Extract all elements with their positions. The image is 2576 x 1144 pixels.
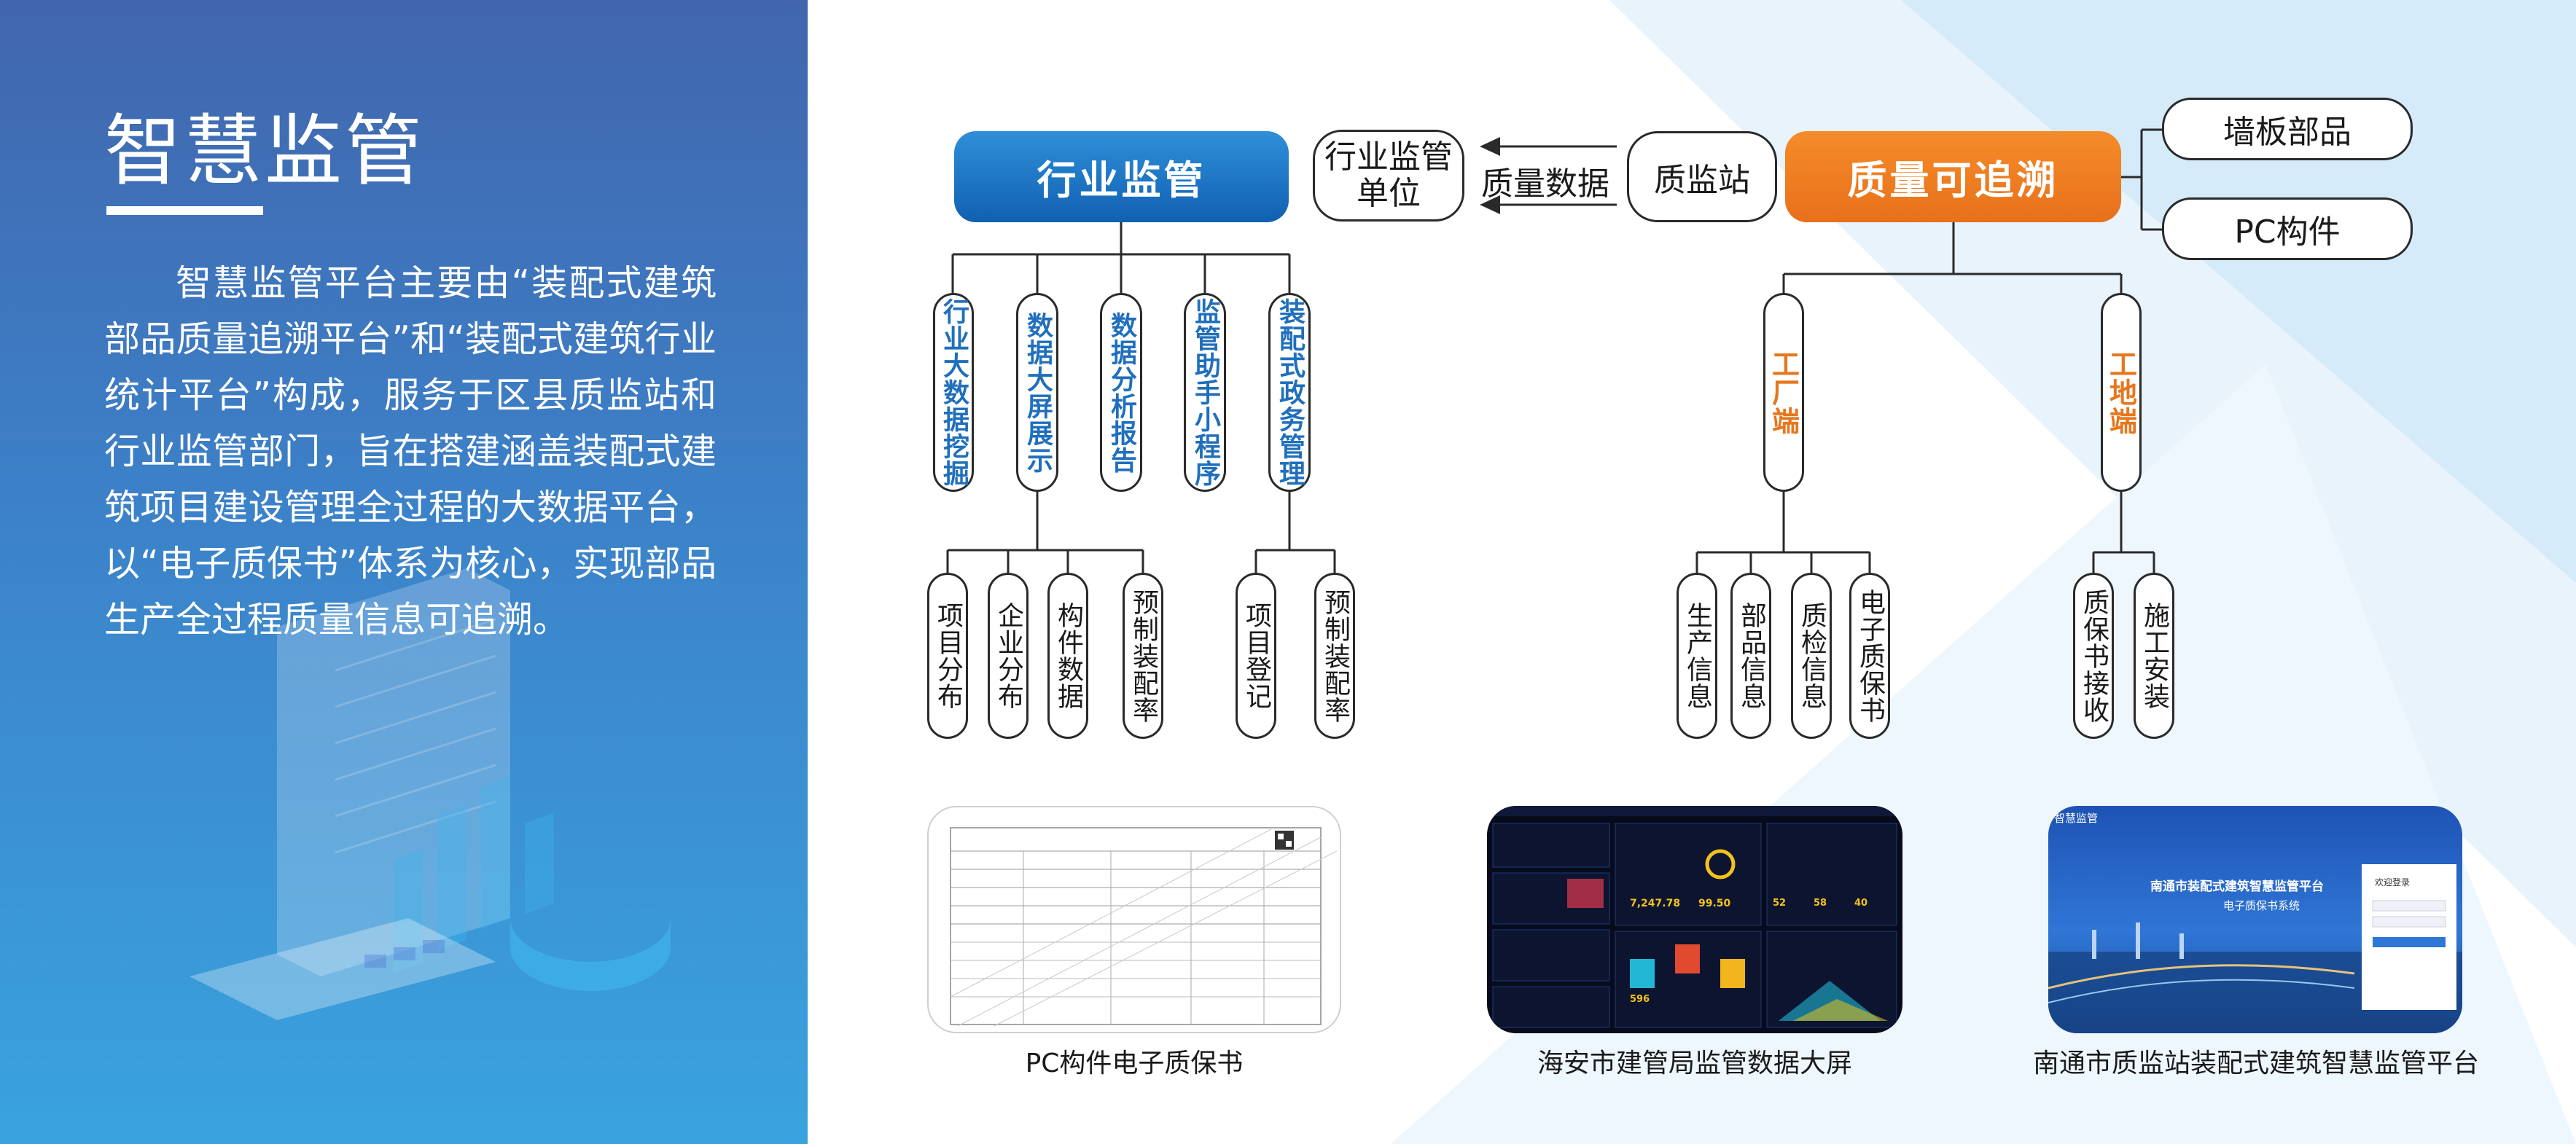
node-construction-install: 施工安装 xyxy=(2134,573,2174,739)
regulator-label: 行业监管单位 xyxy=(1324,138,1453,212)
platform-title: 南通市装配式建筑智慧监管平台 xyxy=(2150,879,2324,894)
arrow-head-upper xyxy=(1480,137,1500,156)
pc-certificate-image xyxy=(927,806,1341,1033)
dashboard-metric-4: 58 xyxy=(1814,898,1827,909)
node-inspection-info: 质检信息 xyxy=(1791,573,1832,739)
platform-login-label: 欢迎登录 xyxy=(2375,877,2411,888)
pc-certificate-caption: PC构件电子质保书 xyxy=(1025,1049,1244,1078)
node-mini-program: 监管助手小程序 xyxy=(1184,293,1226,492)
title-underline xyxy=(106,206,263,215)
page-title: 智慧监管 xyxy=(104,106,425,196)
node-cert-receipt: 质保书接收 xyxy=(2073,573,2114,739)
industry-regulator-unit: 行业监管单位 xyxy=(1313,130,1464,222)
node-prefab-rate: 预制装配率 xyxy=(1123,573,1163,739)
left-panel: 智慧监管 智慧监管平台主要由“装配式建筑部品质量追溯平台”和“装配式建筑行业统计… xyxy=(0,0,808,1144)
node-gov-management: 装配式政务管理 xyxy=(1268,293,1311,492)
arrow-head-lower xyxy=(1480,195,1500,214)
city-bridge-graphic xyxy=(2048,864,2462,1033)
quality-station: 质监站 xyxy=(1627,131,1777,222)
dashboard-graphic xyxy=(1487,806,1902,1028)
node-company-distribution: 企业分布 xyxy=(988,573,1029,739)
dashboard-metric-5: 40 xyxy=(1854,898,1868,909)
dashboard-metric-6: 596 xyxy=(1630,994,1650,1005)
industry-supervision-title: 行业监管 xyxy=(954,131,1289,222)
dashboard-image: 7,247.78 99.50 52 58 40 596 xyxy=(1487,806,1902,1033)
quality-traceability-title: 质量可追溯 xyxy=(1785,131,2121,222)
node-screen-display: 数据大屏展示 xyxy=(1016,293,1058,492)
node-gov-prefab-rate: 预制装配率 xyxy=(1314,573,1355,739)
node-e-certificate: 电子质保书 xyxy=(1849,573,1890,739)
platform-caption: 南通市质监站装配式建筑智慧监管平台 xyxy=(2032,1049,2479,1078)
pc-component-item: PC构件 xyxy=(2162,197,2413,260)
node-component-data: 构件数据 xyxy=(1047,573,1088,739)
dashboard-metric-1: 7,247.78 xyxy=(1630,898,1681,909)
platform-subtitle: 电子质保书系统 xyxy=(2223,899,2300,912)
dashboard-caption: 海安市建管局监管数据大屏 xyxy=(1537,1049,1852,1078)
node-factory: 工厂端 xyxy=(1763,293,1804,492)
platform-image: 智慧监管 南通市装配式建筑智慧监管平台 电子质保书系统 欢迎登录 xyxy=(2048,806,2462,1033)
platform-header: 智慧监管 xyxy=(2054,812,2099,825)
certificate-table-graphic xyxy=(950,827,1338,1027)
node-big-data-mining: 行业大数据挖掘 xyxy=(933,293,974,492)
intro-paragraph: 智慧监管平台主要由“装配式建筑部品质量追溯平台”和“装配式建筑行业统计平台”构成… xyxy=(104,262,717,640)
node-analysis-report: 数据分析报告 xyxy=(1100,293,1142,492)
node-site: 工地端 xyxy=(2101,293,2142,492)
dashboard-metric-2: 99.50 xyxy=(1698,898,1731,909)
dashboard-metric-3: 52 xyxy=(1773,898,1787,909)
quality-data-label: 质量数据 xyxy=(1481,165,1609,203)
node-project-registration: 项目登记 xyxy=(1236,573,1276,739)
node-project-distribution: 项目分布 xyxy=(927,573,968,739)
node-production-info: 生产信息 xyxy=(1677,573,1717,739)
wall-panel-item: 墙板部品 xyxy=(2162,98,2413,160)
node-part-info: 部品信息 xyxy=(1730,573,1771,739)
isometric-illustration xyxy=(190,568,671,1020)
